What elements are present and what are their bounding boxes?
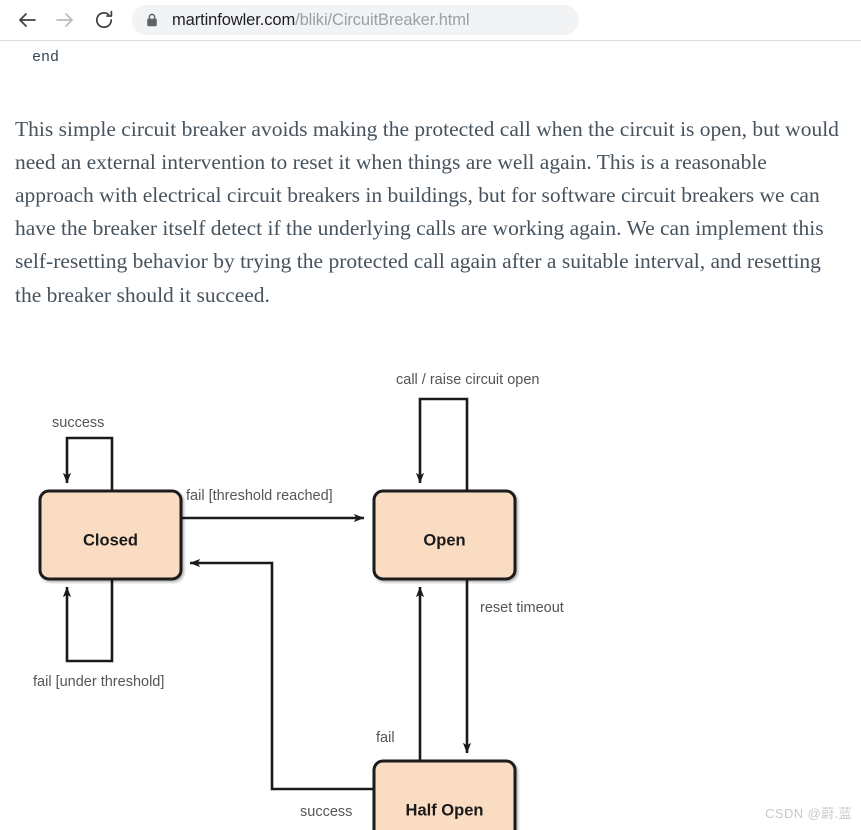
lock-icon (145, 13, 158, 28)
arrow-right-icon (54, 9, 76, 31)
url-path: /bliki/CircuitBreaker.html (295, 10, 470, 29)
toolbar-divider (0, 40, 861, 41)
page-content: end This simple circuit breaker avoids m… (0, 41, 861, 830)
state-node-half-open[interactable]: Half Open (372, 759, 517, 830)
state-label-closed: Closed (83, 531, 138, 549)
edge-label-reset-timeout: reset timeout (480, 600, 564, 616)
reload-icon (93, 9, 115, 31)
state-node-closed[interactable]: Closed (38, 489, 183, 581)
transition-closed-to-open: fail [threshold reached] (181, 488, 365, 523)
address-bar[interactable]: martinfowler.com/bliki/CircuitBreaker.ht… (132, 5, 579, 35)
state-label-open: Open (423, 531, 465, 549)
edge-label-success-closed: success (52, 415, 104, 431)
edge-label-fail-half-open: fail (376, 730, 395, 746)
code-fragment-end: end (32, 49, 60, 66)
arrow-left-icon (16, 9, 38, 31)
transition-closed-success: success (52, 415, 114, 491)
transition-half-open-to-open: fail (376, 586, 425, 761)
body-paragraph: This simple circuit breaker avoids makin… (15, 116, 839, 307)
edge-label-fail-under-threshold: fail [under threshold] (33, 674, 164, 690)
edge-label-fail-threshold-reached: fail [threshold reached] (186, 488, 333, 504)
circuit-breaker-state-diagram: success fail [under threshold] fail [thr… (0, 311, 861, 830)
reload-button[interactable] (89, 5, 119, 35)
state-label-half-open: Half Open (406, 801, 484, 819)
url-host: martinfowler.com (172, 10, 296, 29)
transition-closed-fail-under-threshold: fail [under threshold] (33, 579, 164, 690)
edge-label-call-raise-circuit-open: call / raise circuit open (396, 372, 539, 388)
edge-label-success-half-open: success (300, 804, 352, 820)
transition-half-open-to-closed: success (189, 558, 374, 820)
state-node-open[interactable]: Open (372, 489, 517, 581)
browser-toolbar: martinfowler.com/bliki/CircuitBreaker.ht… (0, 0, 861, 40)
url-text: martinfowler.com/bliki/CircuitBreaker.ht… (172, 10, 470, 30)
transition-open-to-half-open: reset timeout (462, 579, 564, 754)
csdn-watermark: CSDN @蔚.蓝 (765, 806, 852, 821)
forward-button[interactable] (50, 5, 80, 35)
transition-open-self-call-raise: call / raise circuit open (396, 372, 539, 491)
back-button[interactable] (12, 5, 42, 35)
